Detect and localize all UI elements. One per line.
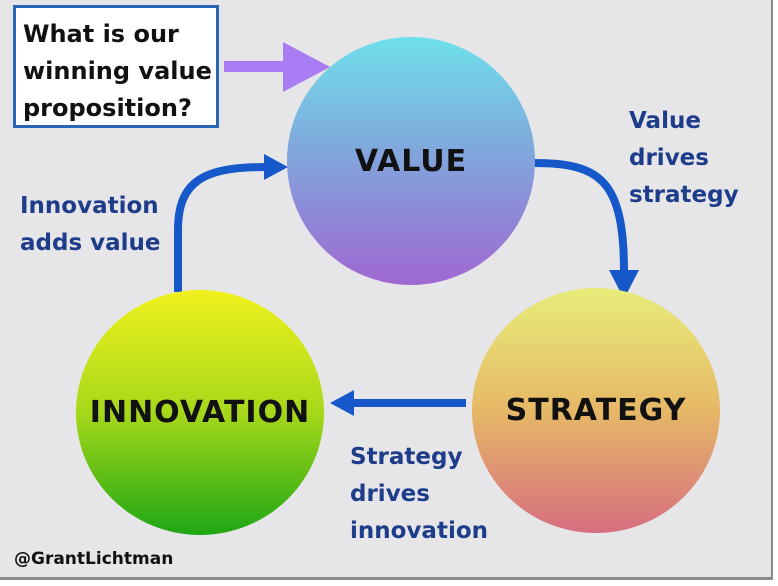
question-box: What is our winning value proposition? [13,5,219,128]
caption-innovation-adds-value: Innovation adds value [20,193,161,256]
value-circle: VALUE [287,37,535,285]
caption-strategy-drives-innovation: Strategy drives innovation [350,444,488,544]
value-label: VALUE [354,143,468,179]
arrow-value-to-strategy [533,159,639,299]
strategy-label: STRATEGY [505,393,687,428]
question-text: What is our winning value proposition? [23,20,212,122]
caption-value-drives-strategy: Value drives strategy [629,108,739,208]
strategy-circle: STRATEGY [472,288,720,533]
arrow-strategy-to-innovation [330,390,466,416]
pointer-arrow-icon [224,42,330,92]
innovation-circle: INNOVATION [76,290,324,535]
innovation-label: INNOVATION [89,395,311,430]
arrow-innovation-to-value [174,154,288,292]
author-credit: @GrantLichtman [14,549,174,569]
